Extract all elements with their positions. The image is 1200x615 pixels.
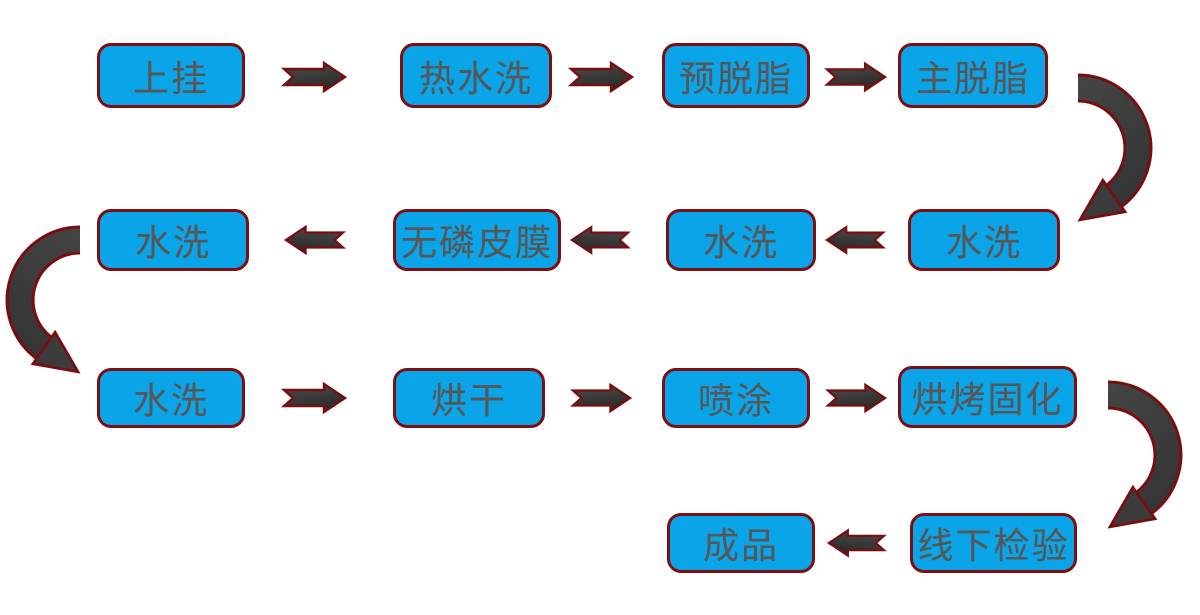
flow-node-reshuixi: 热水洗 <box>400 43 552 108</box>
arrow-left-icon <box>825 225 885 255</box>
flow-node-xianxiajianyan: 线下检验 <box>910 513 1077 573</box>
flow-node-chengpin: 成品 <box>667 513 815 573</box>
arrow-right-icon <box>826 383 887 413</box>
flow-node-pentu: 喷涂 <box>662 368 810 428</box>
flow-node-hongkaoguhua: 烘烤固化 <box>898 366 1077 428</box>
flow-node-honggan: 烘干 <box>393 368 545 428</box>
flow-node-shuixi-3: 水洗 <box>97 368 245 428</box>
flow-node-label: 水洗 <box>702 223 779 263</box>
flow-node-yutuozhi: 预脱脂 <box>662 43 810 108</box>
flow-node-label: 预脱脂 <box>678 58 793 99</box>
flow-node-label: 烘干 <box>430 381 507 421</box>
arrow-left-icon <box>284 225 345 255</box>
flow-node-label: 无磷皮膜 <box>400 223 553 263</box>
flow-node-shuixi-2b: 水洗 <box>666 209 816 271</box>
arrow-left-icon <box>570 225 630 255</box>
flow-node-label: 上挂 <box>132 58 209 99</box>
arrow-right-icon <box>569 61 634 93</box>
arrow-right-icon <box>571 383 632 413</box>
arrow-right-icon <box>282 61 347 93</box>
flow-node-shuixi-2c: 水洗 <box>908 209 1060 271</box>
flow-node-shanggua: 上挂 <box>97 43 245 108</box>
arrow-right-icon <box>825 62 887 92</box>
flow-node-label: 热水洗 <box>418 58 533 99</box>
arrow-left-icon <box>827 528 886 558</box>
flow-node-label: 成品 <box>702 526 779 566</box>
flow-node-wulinpimo: 无磷皮膜 <box>393 209 561 271</box>
flow-node-label: 水洗 <box>134 223 211 263</box>
curved-arrow-icon <box>1048 78 1198 228</box>
curved-arrow-icon <box>1078 385 1200 535</box>
flow-node-label: 水洗 <box>945 223 1022 263</box>
curved-arrow-icon <box>0 230 110 380</box>
flow-node-label: 喷涂 <box>697 381 774 421</box>
flow-node-label: 主脱脂 <box>915 58 1030 99</box>
flow-node-shuixi-2a: 水洗 <box>97 209 249 271</box>
flow-node-zhutuozhi: 主脱脂 <box>898 43 1048 108</box>
flow-node-label: 烘烤固化 <box>911 380 1064 420</box>
arrow-right-icon <box>282 382 347 414</box>
flow-node-label: 水洗 <box>132 381 209 421</box>
flow-node-label: 线下检验 <box>917 526 1070 566</box>
